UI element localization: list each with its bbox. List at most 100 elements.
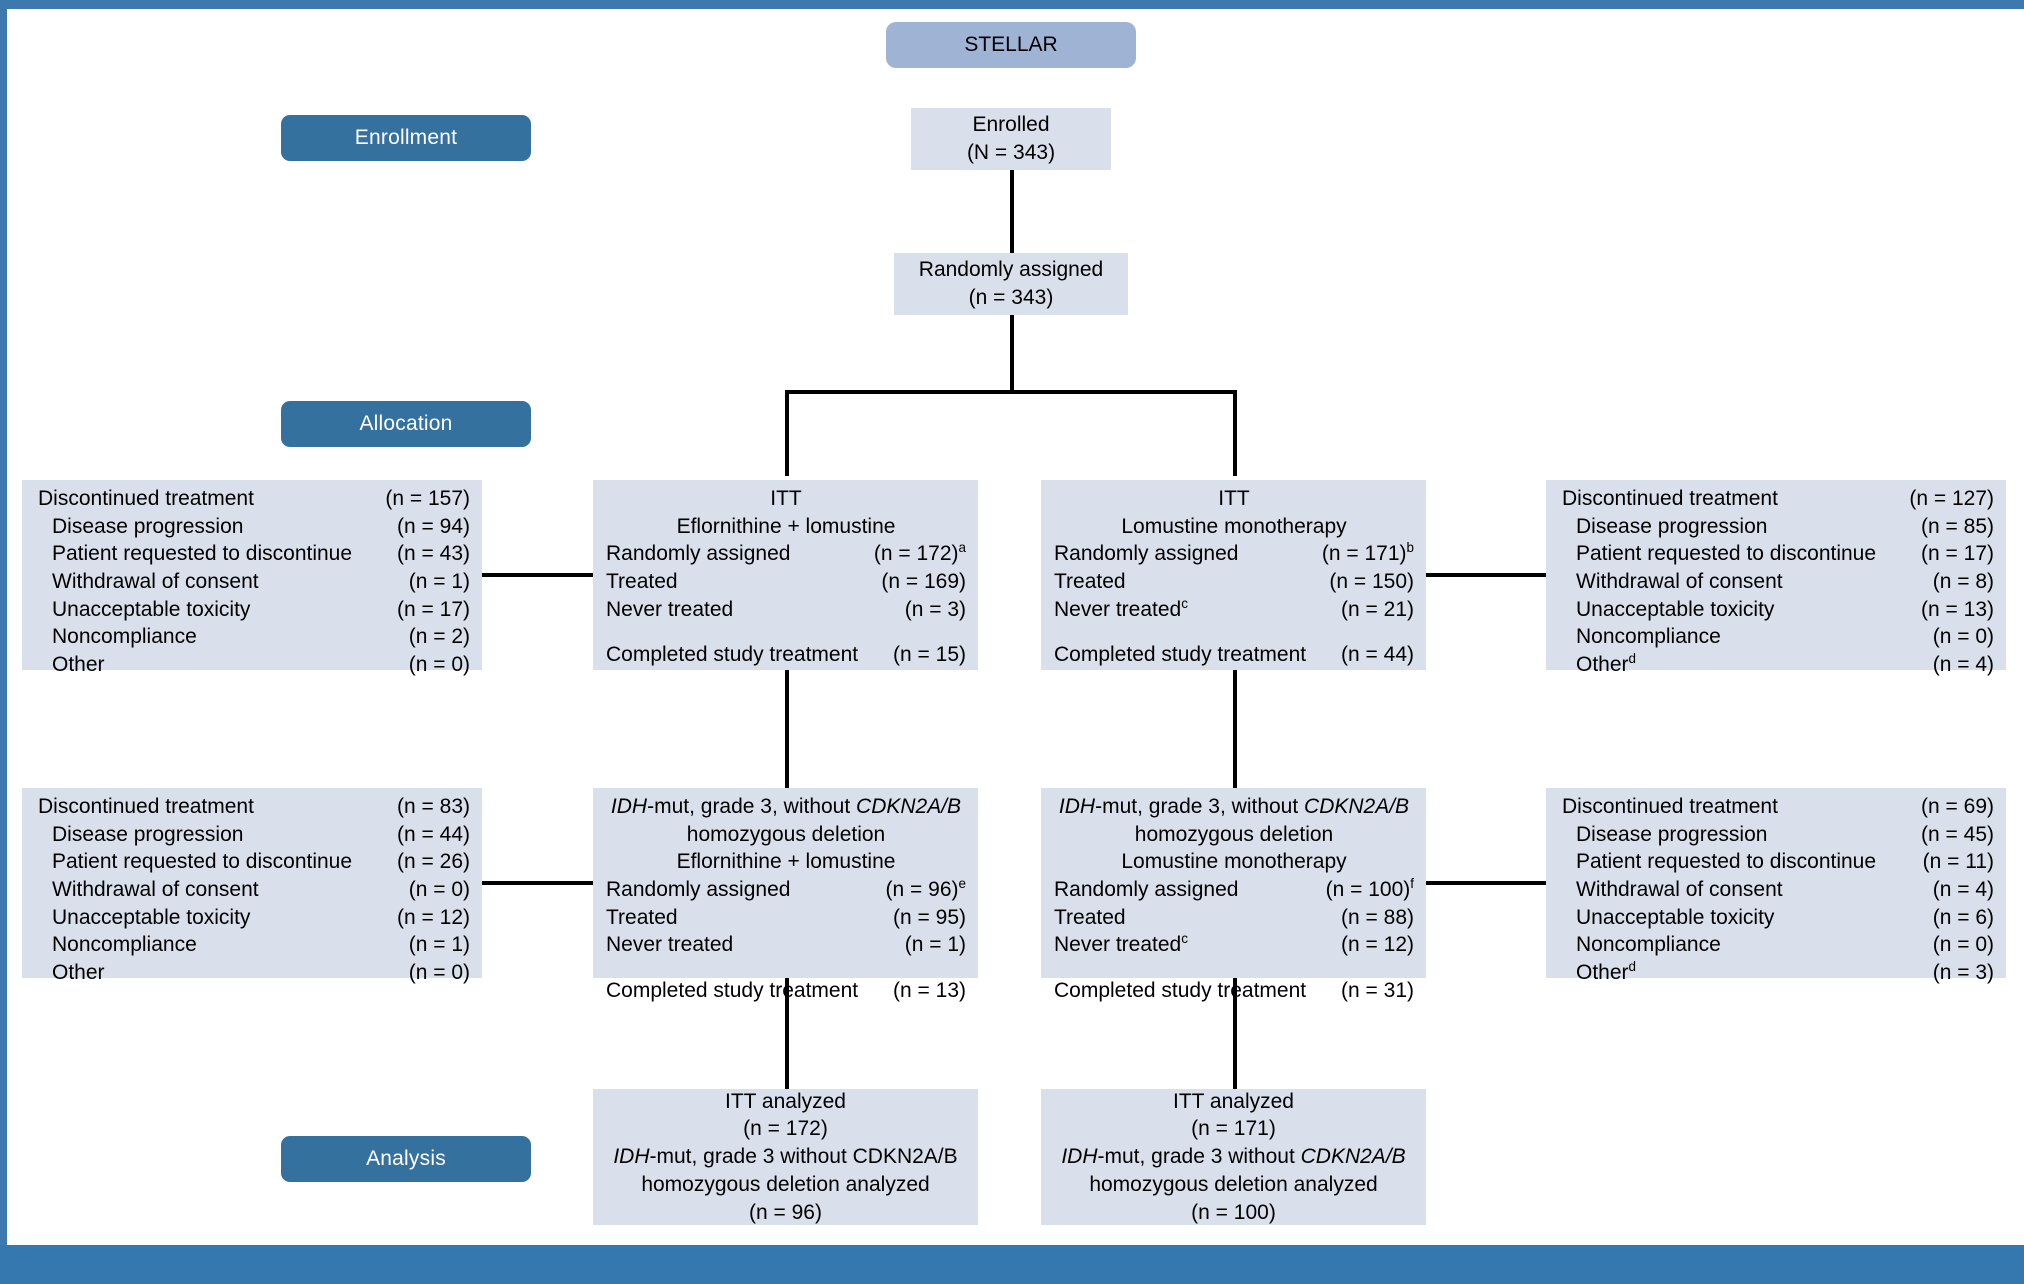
discontinued-bottom-right-header-value: (n = 69) [1921,795,1994,818]
subgroup-row-label: Never treatedc [1054,931,1188,957]
reason-value: (n = 8) [1932,570,1994,594]
reason-label: Noncompliance [1576,933,1721,957]
reason-label: Unacceptable toxicity [52,905,251,929]
stage-label-enrollment: Enrollment [281,115,531,161]
discontinued-bottom-left-header-value: (n = 83) [397,795,470,818]
reason-label: Withdrawal of consent [52,570,259,594]
itt-row-value: (n = 21) [1341,597,1414,621]
discontinued-top-left-list: Discontinued treatment (n = 157) Disease… [38,485,470,679]
completed-value: (n = 31) [1341,979,1414,1003]
list-item: Withdrawal of consent (n = 0) [38,876,470,904]
itt-right-box [1041,480,1426,670]
trial-name-box: STELLAR [886,22,1136,68]
randomized-line-2: (n = 343) [968,286,1054,309]
reason-label: Other [52,961,105,985]
list-spacer [606,623,966,641]
list-item: Never treated (n = 1) [606,931,966,959]
analysis-right-line-5: (n = 100) [1191,1200,1276,1224]
list-item: Disease progression (n = 45) [1562,821,1994,849]
itt-row-label: Never treated [606,597,734,621]
subgroup-left-list: IDH-mut, grade 3, without CDKN2A/B homoz… [606,793,966,1005]
itt-row-value: (n = 171)b [1321,540,1414,566]
gene-name: CDKN2A/B [856,795,962,818]
footnote-marker: e [958,876,966,892]
connector-itt-right-to-discontinued [1426,573,1546,577]
itt-right-list: ITT Lomustine monotherapy Randomly assig… [1054,485,1414,669]
stage-label-analysis-text: Analysis [366,1147,446,1170]
connector-itt-right-to-subgroup [1233,670,1237,800]
connector-subgroup-left-to-discontinued [482,881,593,885]
list-item: Withdrawal of consent (n = 4) [1562,876,1994,904]
list-item: Completed study treatment (n = 13) [606,977,966,1005]
subgroup-right-title-line2: homozygous deletion [1134,822,1334,846]
itt-row-label: Treated [606,570,678,594]
randomized-line-1: Randomly assigned [918,258,1104,282]
list-item: Randomly assigned (n = 171)b [1054,540,1414,568]
itt-row-value: (n = 172)a [873,540,966,566]
analysis-left-line-2: (n = 172) [743,1117,828,1141]
list-item: Randomly assigned (n = 96)e [606,876,966,904]
list-item: Never treated (n = 3) [606,596,966,624]
list-spacer [1054,623,1414,641]
subgroup-row-value: (n = 96)e [885,876,966,902]
analysis-left-line-5: (n = 96) [749,1200,822,1224]
list-item: Treated (n = 95) [606,904,966,932]
list-item: Otherd (n = 4) [1562,651,1994,679]
reason-value: (n = 12) [397,905,470,929]
gene-name: IDH [1061,1145,1098,1169]
discontinued-top-right-header-label: Discontinued treatment [1562,487,1778,510]
enrolled-line-2: (N = 343) [966,141,1056,164]
reason-value: (n = 17) [1921,542,1994,566]
reason-value: (n = 1) [408,570,470,594]
discontinued-top-left-header-value: (n = 157) [385,487,470,510]
completed-label: Completed study treatment [1054,979,1307,1003]
list-item: Disease progression (n = 94) [38,513,470,541]
list-item: Other (n = 0) [38,651,470,679]
completed-label: Completed study treatment [1054,643,1307,667]
reason-value: (n = 0) [1932,933,1994,957]
connector-split-to-itt-right [1233,390,1237,476]
reason-label: Disease progression [1576,514,1768,538]
subgroup-row-value: (n = 12) [1341,933,1414,957]
reason-value: (n = 94) [397,514,470,538]
discontinued-bottom-left-header-label: Discontinued treatment [38,795,254,818]
subgroup-right-box [1041,788,1426,978]
subgroup-row-value: (n = 88) [1341,905,1414,929]
list-item: Unacceptable toxicity (n = 13) [1562,596,1994,624]
list-item: Randomly assigned (n = 172)a [606,540,966,568]
reason-value: (n = 4) [1932,878,1994,902]
analysis-right-line-3: IDH-mut, grade 3 without CDKN2A/B [1061,1145,1406,1169]
trial-name-label: STELLAR [964,33,1058,57]
reason-label: Withdrawal of consent [1576,878,1783,902]
analysis-left-box: ITT analyzed (n = 172) IDH-mut, grade 3 … [593,1089,978,1225]
subgroup-row-value: (n = 1) [904,933,966,957]
footnote-marker: c [1181,595,1188,611]
completed-value: (n = 15) [893,643,966,667]
list-item: Patient requested to discontinue (n = 43… [38,540,470,568]
stage-label-allocation: Allocation [281,401,531,447]
enrolled-line-1: Enrolled [972,113,1050,137]
list-item: Disease progression (n = 44) [38,821,470,849]
discontinued-top-left-header-label: Discontinued treatment [38,487,254,510]
discontinued-bottom-right-list: Discontinued treatment (n = 69) Disease … [1562,793,1994,987]
connector-enrolled-to-randomized [1010,170,1014,253]
itt-right-subtitle: Lomustine monotherapy [1121,514,1347,538]
frame-left-border [0,0,7,1249]
itt-left-list: ITT Eflornithine + lomustine Randomly as… [606,485,966,669]
subgroup-left-subtitle: Eflornithine + lomustine [676,850,896,874]
discontinued-top-right-header-value: (n = 127) [1909,487,1994,510]
completed-label: Completed study treatment [606,643,859,667]
list-item: Completed study treatment (n = 44) [1054,641,1414,669]
list-item: Discontinued treatment (n = 69) [1562,793,1994,821]
footnote-marker: f [1410,876,1414,892]
list-item: Discontinued treatment (n = 127) [1562,485,1994,513]
reason-value: (n = 2) [408,625,470,649]
reason-value: (n = 0) [1932,625,1994,649]
gene-name: IDH [1058,795,1096,818]
connector-itt-left-to-discontinued [482,573,593,577]
reason-label: Disease progression [52,822,244,846]
list-item: Noncompliance (n = 0) [1562,623,1994,651]
connector-itt-left-to-subgroup [785,670,789,800]
discontinued-bottom-left-box [22,788,482,978]
reason-label: Patient requested to discontinue [52,850,353,874]
